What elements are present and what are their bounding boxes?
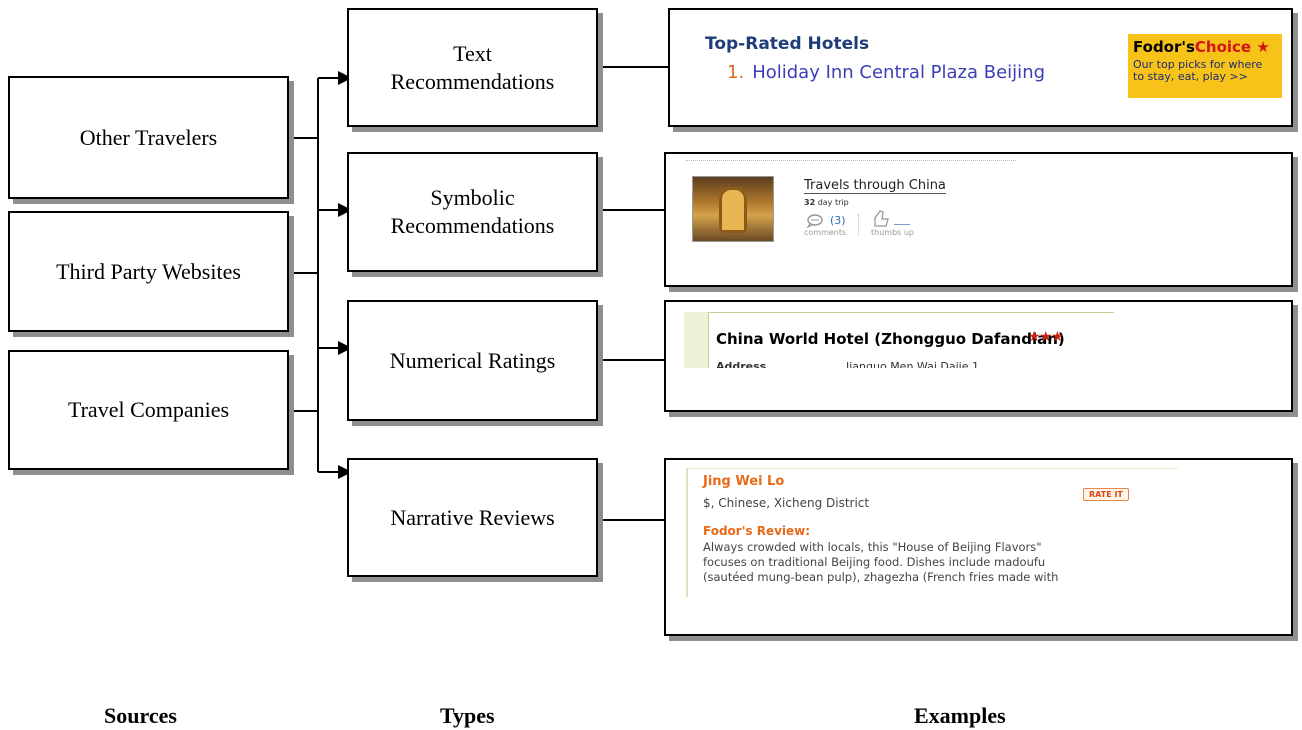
arrowhead-text (338, 71, 352, 85)
source-label: Other Travelers (79, 124, 218, 150)
review-line: Always crowded with locals, this "House … (703, 540, 1042, 554)
type-label: Narrative Reviews (390, 504, 555, 530)
arrowhead-narrative (338, 465, 352, 479)
arrowhead-numerical (338, 341, 352, 355)
hotel-name: China World Hotel (Zhongguo Dafandian) (716, 330, 1065, 348)
address-row-clipped: Address Jianguo Men Wai Dajie 1 (716, 360, 1114, 368)
review-heading: Fodor's Review: (703, 524, 811, 538)
rate-it-button[interactable]: RATE IT (1083, 488, 1129, 501)
arrowhead-symbolic (338, 203, 352, 217)
source-travel-companies: Travel Companies (8, 350, 289, 470)
example-title: Top-Rated Hotels (705, 34, 870, 54)
thumbs-up-icon[interactable] (872, 208, 890, 228)
card-sidebar (684, 312, 709, 368)
type-symbolic-recommendations: Symbolic Recommendations (347, 152, 598, 272)
example-numerical-rating: China World Hotel (Zhongguo Dafandian) ★… (664, 300, 1293, 412)
thumbs-count-underline (894, 224, 910, 225)
trip-thumbnail-image[interactable] (692, 176, 774, 242)
footer-sources: Sources (104, 703, 177, 728)
statue-figure (719, 187, 747, 233)
type-label: Symbolic Recommendations (390, 185, 555, 238)
trip-length: 32 day trip (804, 198, 849, 207)
source-third-party-websites: Third Party Websites (8, 211, 289, 332)
source-label: Third Party Websites (56, 258, 241, 284)
trip-title-link[interactable]: Travels through China (804, 178, 946, 194)
badge-brand: Fodor'sChoice ★ (1133, 38, 1277, 56)
item-number: 1. (727, 62, 745, 83)
type-label: Numerical Ratings (389, 347, 556, 373)
trip-days-suffix: day trip (817, 198, 849, 207)
review-body: Always crowded with locals, this "House … (703, 540, 1173, 585)
trip-days: 32 (804, 198, 816, 207)
type-narrative-reviews: Narrative Reviews (347, 458, 598, 577)
address-field-label: Address (716, 360, 767, 368)
source-label: Travel Companies (67, 397, 230, 422)
hotel-name: Holiday Inn Central Plaza Beijing (752, 62, 1046, 83)
badge-brand-text: Fodor's (1133, 38, 1195, 56)
rating-stars: ★★★ (1028, 329, 1064, 345)
badge-line-1: Our top picks for where (1133, 58, 1263, 71)
source-other-travelers: Other Travelers (8, 76, 289, 199)
divider (686, 160, 1016, 161)
thumbs-up-label: thumbs up (871, 228, 915, 237)
hotel-link[interactable]: 1. Holiday Inn Central Plaza Beijing (727, 62, 1045, 83)
type-text-recommendations: Text Recommendations (347, 8, 598, 127)
example-symbolic-recommendation: Travels through China 32 day trip (3) co… (664, 152, 1293, 287)
review-line: (sautéed mung-bean pulp), zhagezha (Fren… (703, 570, 1059, 584)
fodors-choice-badge[interactable]: Fodor'sChoice ★ Our top picks for where … (1128, 34, 1282, 98)
stat-separator (858, 214, 859, 236)
hotel-rating-card: China World Hotel (Zhongguo Dafandian) ★… (684, 312, 1114, 368)
badge-choice-text: Choice ★ (1194, 38, 1270, 56)
address-value: Jianguo Men Wai Dajie 1 (846, 360, 979, 368)
restaurant-meta: $, Chinese, Xicheng District (703, 496, 870, 510)
comments-label: comments (804, 228, 847, 237)
type-label: Text Recommendations (390, 40, 555, 94)
badge-line-2: to stay, eat, play >> (1133, 70, 1248, 83)
example-text-recommendation: Top-Rated Hotels 1. Holiday Inn Central P… (668, 8, 1293, 127)
restaurant-name-link[interactable]: Jing Wei Lo (703, 474, 785, 489)
review-frame (686, 468, 1178, 597)
review-line: focuses on traditional Beijing food. Dis… (703, 555, 1046, 569)
type-numerical-ratings: Numerical Ratings (347, 300, 598, 421)
example-narrative-review: Jing Wei Lo $, Chinese, Xicheng District… (664, 458, 1293, 636)
footer-types: Types (440, 703, 495, 728)
comment-icon[interactable] (806, 214, 826, 228)
card-top-border (708, 312, 1114, 313)
comment-count[interactable]: (3) (830, 214, 846, 227)
footer-examples: Examples (914, 703, 1006, 728)
